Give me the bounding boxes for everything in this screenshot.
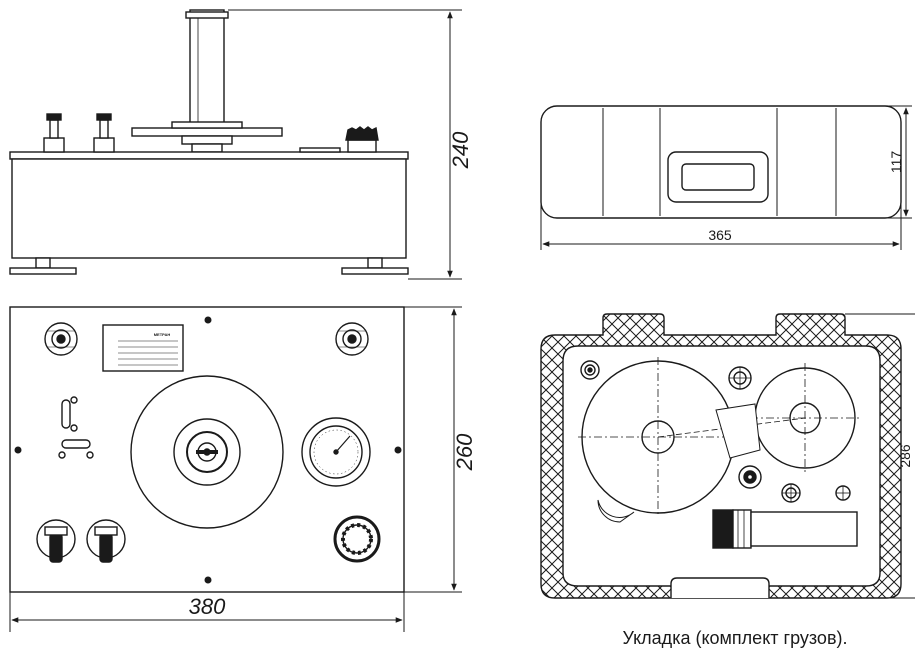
case-closed xyxy=(540,105,902,219)
valve-left-top xyxy=(36,519,76,563)
foot-left xyxy=(9,257,77,275)
case-open-tray xyxy=(540,313,902,599)
dim-width-top xyxy=(9,592,405,632)
fitting-nut-mid xyxy=(738,465,762,489)
pressure-knob-side xyxy=(345,126,379,153)
tray-caption: Укладка (комплект грузов). xyxy=(622,628,848,648)
outlet-fitting-left xyxy=(44,322,78,356)
dim-label-240: 240 xyxy=(448,131,473,169)
dim-tray-height xyxy=(845,313,915,599)
pressure-gauge xyxy=(301,417,371,487)
weight-plate xyxy=(131,127,283,137)
body-top-plate xyxy=(9,151,409,160)
top-view: МЕТРАН xyxy=(9,306,405,593)
tray-hatched-shell xyxy=(540,313,902,599)
fitting-small-topleft xyxy=(580,360,600,380)
valve-right-side xyxy=(93,113,115,153)
cylinder-tool xyxy=(712,509,858,549)
dim-label-117: 117 xyxy=(888,151,904,174)
dim-depth-top xyxy=(404,306,462,593)
fitting-nut-small xyxy=(781,483,801,503)
nameplate-brand: МЕТРАН xyxy=(154,332,171,337)
dim-case-height xyxy=(880,105,912,219)
valve-right-top xyxy=(86,519,126,563)
slot-horizontal xyxy=(58,439,94,459)
case-handle xyxy=(667,151,769,203)
piston-column xyxy=(189,9,225,129)
dim-height-side xyxy=(228,9,462,280)
body-housing xyxy=(11,158,407,259)
outlet-fitting-right xyxy=(335,322,369,356)
slot-vertical xyxy=(61,396,78,432)
lens-cap xyxy=(597,499,635,523)
foot-right xyxy=(341,257,409,275)
side-view xyxy=(9,9,409,275)
fitting-nut-top xyxy=(728,366,752,390)
dim-case-width xyxy=(540,190,902,250)
dim-label-380: 380 xyxy=(189,594,226,619)
dim-label-286: 286 xyxy=(897,444,913,468)
fitting-nut-tiny xyxy=(835,485,851,501)
piston-disc xyxy=(130,375,284,529)
dim-label-260: 260 xyxy=(452,433,477,471)
tray-bottom-handle xyxy=(670,577,770,598)
pressure-knob-top xyxy=(333,515,381,563)
nameplate xyxy=(102,324,184,372)
dim-label-365: 365 xyxy=(708,227,732,243)
valve-left-side xyxy=(43,113,65,153)
